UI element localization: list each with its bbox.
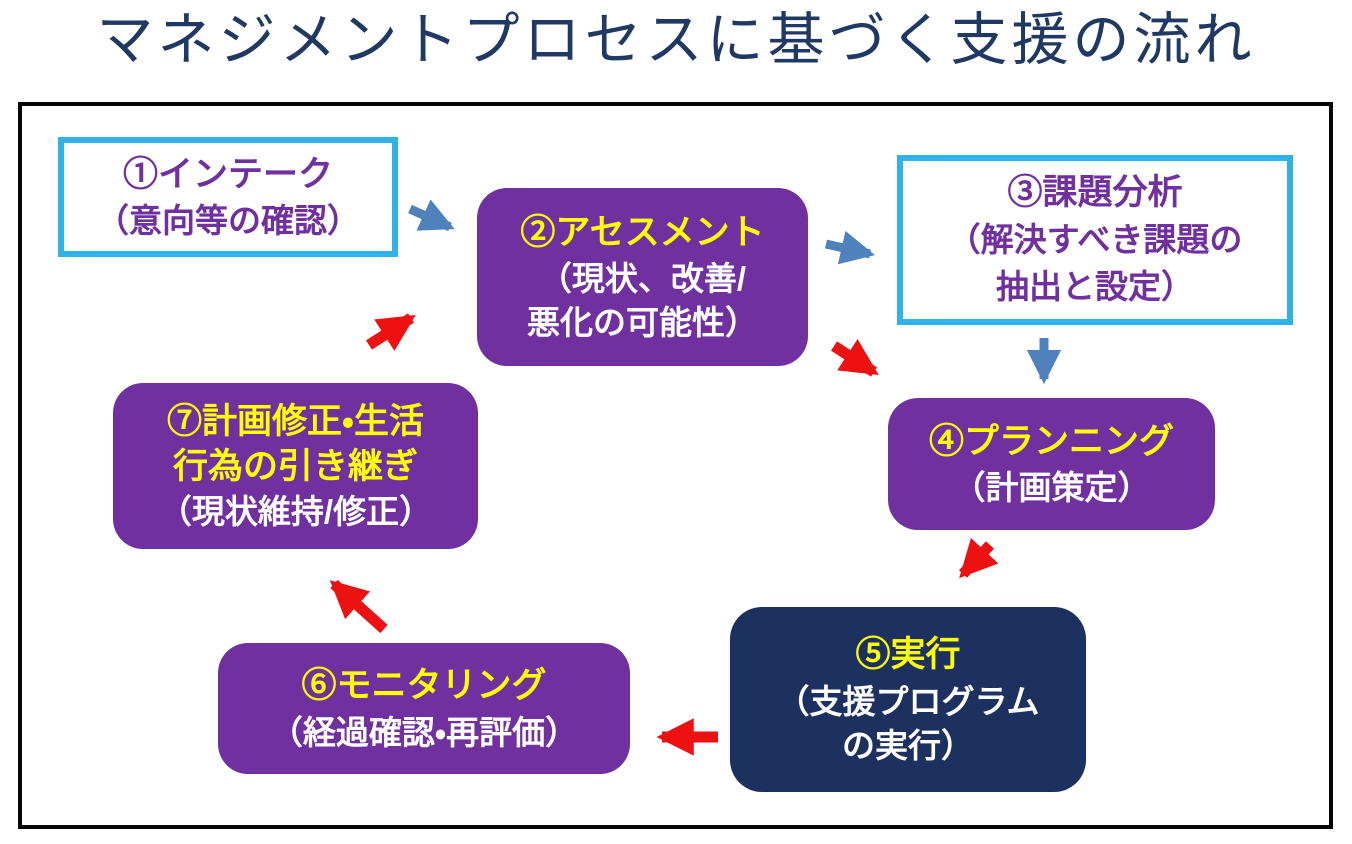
- step-2-assessment-box: ②アセスメント （現状、改善/ 悪化の可能性）: [477, 188, 808, 366]
- step-1-intake-box: ①インテーク （意向等の確認）: [58, 137, 398, 257]
- step-6-title: ⑥モニタリング: [301, 666, 547, 706]
- step-4-planning-box: ④プランニング （計画策定）: [888, 398, 1215, 530]
- step-7-revision-box: ⑦計画修正・生活 行為の引き継ぎ （現状維持/修正）: [113, 383, 478, 549]
- step-3-title: ③課題分析: [1007, 172, 1183, 212]
- step-3-analysis-box: ③課題分析 （解決すべき課題の 抽出と設定）: [897, 155, 1293, 325]
- step-5-subtitle: （支援プログラム の実行）: [776, 682, 1040, 764]
- step-6-subtitle: （経過確認・再評価）: [269, 713, 579, 751]
- step-5-execution-box: ⑤実行 （支援プログラム の実行）: [730, 607, 1086, 792]
- step-4-subtitle: （計画策定）: [952, 469, 1151, 507]
- step-2-title: ②アセスメント: [520, 212, 765, 252]
- step-3-subtitle: （解決すべき課題の 抽出と設定）: [947, 221, 1243, 306]
- step-6-monitoring-box: ⑥モニタリング （経過確認・再評価）: [218, 643, 630, 774]
- step-1-title: ①インテーク: [122, 154, 333, 194]
- step-4-title: ④プランニング: [928, 421, 1174, 461]
- step-2-subtitle: （現状、改善/ 悪化の可能性）: [527, 260, 758, 342]
- step-1-subtitle: （意向等の確認）: [96, 202, 360, 240]
- step-7-subtitle: （現状維持/修正）: [158, 492, 433, 530]
- step-7-title: ⑦計画修正・生活 行為の引き継ぎ: [167, 401, 424, 487]
- page-title: マネジメントプロセスに基づく支援の流れ: [96, 8, 1256, 72]
- step-5-title: ⑤実行: [855, 635, 961, 675]
